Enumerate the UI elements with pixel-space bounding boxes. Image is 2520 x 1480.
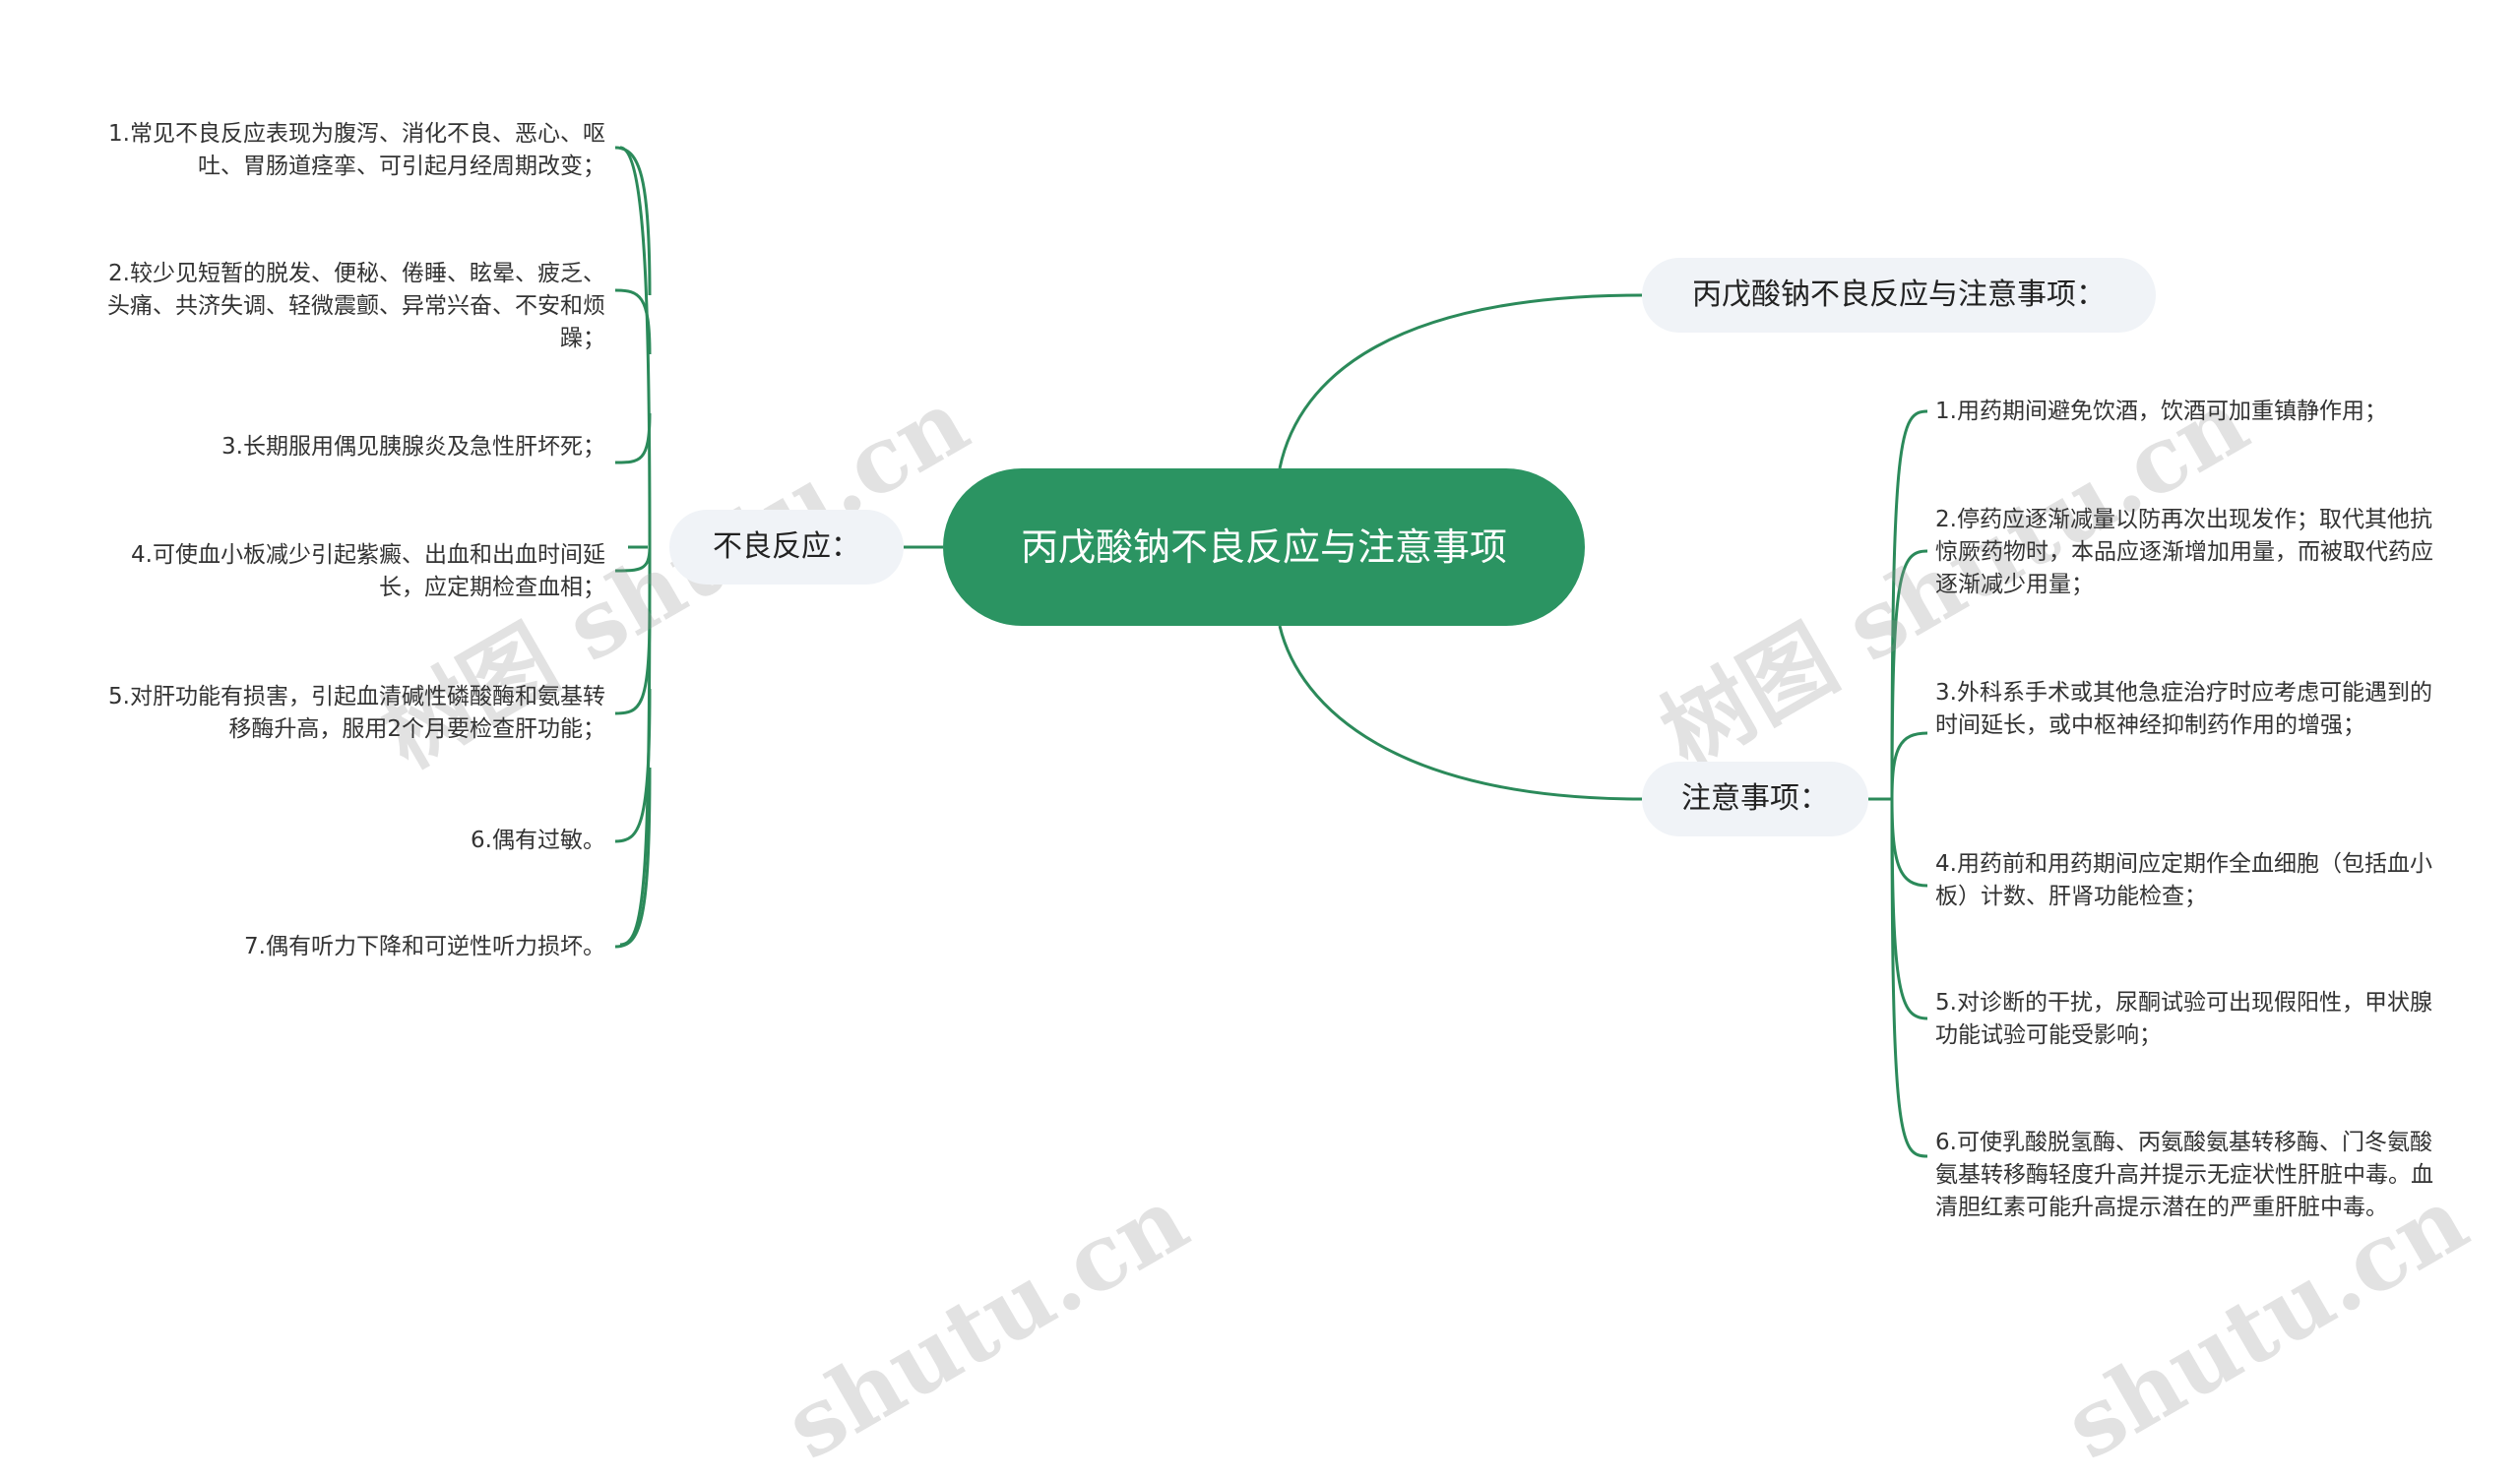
branch-precautions[interactable]: 注意事项：: [1642, 762, 1868, 836]
left-leaf-link-3: [614, 412, 652, 464]
precaution-item-2[interactable]: 2.停药应逐渐减量以防再次出现发作；取代其他抗惊厥药物时，本品应逐渐增加用量，而…: [1935, 507, 2433, 597]
precaution-item-5[interactable]: 5.对诊断的干扰，尿酮试验可出现假阳性，甲状腺功能试验可能受影响；: [1935, 990, 2432, 1048]
precaution-item-6[interactable]: 6.可使乳酸脱氢酶、丙氨酸氨基转移酶、门冬氨酸氨基转移酶轻度升高并提示无症状性肝…: [1935, 1130, 2433, 1220]
root-title: 丙戊酸钠不良反应与注意事项: [1020, 525, 1507, 569]
adverse-item-5[interactable]: 5.对肝功能有损害，引起血清碱性磷酸酶和氨基转移酶升高，服用2个月要检查肝功能；: [108, 684, 605, 742]
branch-precautions-label: 注意事项：: [1681, 781, 1829, 816]
left-leaf-link-5: [614, 609, 652, 715]
branch-adverse-label: 不良反应：: [713, 529, 860, 564]
branch-title-node[interactable]: 丙戊酸钠不良反应与注意事项：: [1642, 258, 2156, 333]
adverse-item-6[interactable]: 6.偶有过敏。: [471, 828, 605, 853]
right-leaf-link-6: [1890, 798, 1928, 1158]
right-leaf-link-3: [1890, 731, 1928, 800]
root-node[interactable]: 丙戊酸钠不良反应与注意事项: [943, 468, 1585, 626]
adverse-item-2[interactable]: 2.较少见短暂的脱发、便秘、倦睡、眩晕、疲乏、头痛、共济失调、轻微震颤、异常兴奋…: [107, 261, 605, 351]
precaution-item-4[interactable]: 4.用药前和用药期间应定期作全血细胞（包括血小板）计数、肝肾功能检查；: [1935, 851, 2432, 909]
left-leaf-link-2: [614, 288, 652, 355]
branch-adverse-reactions[interactable]: 不良反应：: [669, 510, 904, 585]
left-leaf-link-1: [614, 146, 652, 296]
adverse-item-4[interactable]: 4.可使血小板减少引起紫癜、出血和出血时间延长，应定期检查血相；: [131, 542, 605, 600]
precaution-item-3[interactable]: 3.外科系手术或其他急症治疗时应考虑可能遇到的时间延长，或中枢神经抑制药作用的增…: [1935, 680, 2432, 738]
left-leaf-link-7: [614, 767, 652, 949]
adverse-item-1[interactable]: 1.常见不良反应表现为腹泻、消化不良、恶心、呕吐、胃肠道痉挛、可引起月经周期改变…: [108, 121, 605, 179]
connector-lines: [614, 146, 1928, 1158]
adverse-item-3[interactable]: 3.长期服用偶见胰腺炎及急性肝坏死；: [221, 434, 605, 460]
precaution-item-1[interactable]: 1.用药期间避免饮酒，饮酒可加重镇静作用；: [1935, 399, 2387, 424]
right-leaf-link-4: [1890, 798, 1928, 888]
link-root-to-top-branch: [1278, 293, 1643, 469]
left-leaf-link-4: [614, 546, 652, 573]
link-root-to-right-branch: [1278, 625, 1643, 801]
right-leaf-link-2: [1890, 549, 1928, 800]
left-leaf-link-6: [614, 688, 652, 843]
adverse-item-7[interactable]: 7.偶有听力下降和可逆性听力损坏。: [244, 934, 605, 959]
right-leaf-link-5: [1890, 798, 1928, 1020]
branch-title-label: 丙戊酸钠不良反应与注意事项：: [1692, 278, 2106, 312]
